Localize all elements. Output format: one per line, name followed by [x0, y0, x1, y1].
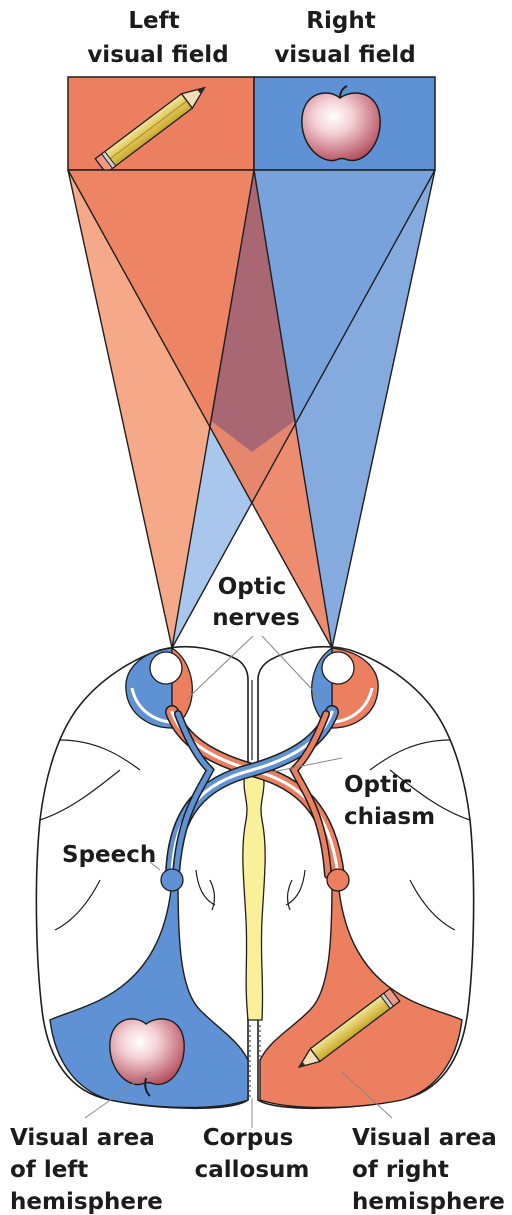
speech-label: Speech — [62, 842, 156, 868]
right-visual-field-label: Right visual field — [274, 8, 415, 68]
optic-nerves-label: Optic nerves — [212, 574, 300, 631]
brain-outline — [36, 647, 473, 1109]
left-visual-field-label: Left visual field — [87, 8, 228, 68]
right-thalamic-relay — [327, 869, 349, 891]
corpus-callosum-structure — [243, 770, 265, 1020]
left-thalamic-relay — [161, 869, 183, 891]
visual-field-panel — [68, 77, 435, 173]
apple-icon — [302, 86, 380, 161]
corpus-callosum-label: Corpus callosum — [195, 1125, 310, 1183]
visual-area-right-label: Visual area of right hemisphere — [352, 1125, 505, 1215]
visual-area-left-label: Visual area of left hemisphere — [10, 1125, 163, 1215]
